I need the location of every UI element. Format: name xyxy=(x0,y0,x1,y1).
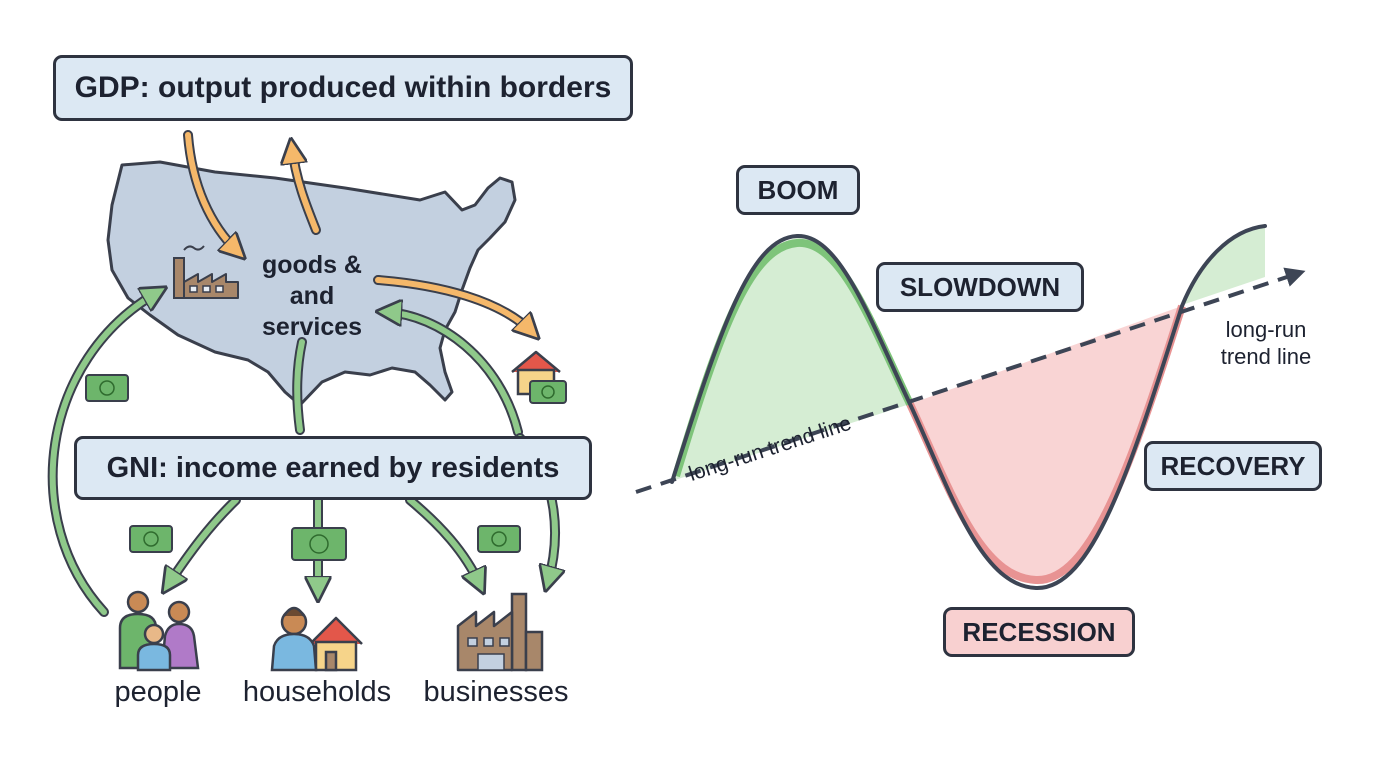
households-label: households xyxy=(242,676,392,708)
center-line-1: goods & xyxy=(262,251,362,279)
gni-label-text: GNI: income earned by residents xyxy=(106,451,560,484)
gdp-label: GDP: output produced within borders xyxy=(53,55,633,121)
business-factory-icon xyxy=(456,592,544,672)
expansion-area xyxy=(675,237,910,480)
slowdown-label-text: SLOWDOWN xyxy=(899,271,1061,302)
people-icon xyxy=(118,590,200,672)
boom-label-text: BOOM xyxy=(757,174,839,205)
people-label: people xyxy=(114,676,202,708)
contraction-area xyxy=(910,306,1182,585)
slowdown-label: SLOWDOWN xyxy=(876,262,1084,312)
money-icon xyxy=(129,525,173,553)
factory-icon xyxy=(173,245,239,299)
center-line-3: services xyxy=(261,313,363,341)
money-icon xyxy=(291,527,347,561)
gni-label: GNI: income earned by residents xyxy=(74,436,592,500)
recovery-label-text: RECOVERY xyxy=(1160,450,1306,481)
center-line-2: and xyxy=(289,282,335,310)
gdp-label-text: GDP: output produced within borders xyxy=(74,71,612,104)
household-icon xyxy=(270,606,363,672)
goods-services-label: goods & and services xyxy=(250,250,374,343)
expansion-area xyxy=(1182,228,1265,305)
house-money-icon xyxy=(511,350,567,404)
trend-side-line-2: trend line xyxy=(1220,344,1312,369)
business-cycle-chart xyxy=(635,224,1306,591)
recession-label: RECESSION xyxy=(943,607,1135,657)
long-run-trend-line xyxy=(635,267,1306,494)
trend-side-line-1: long-run xyxy=(1225,317,1307,342)
recession-label-text: RECESSION xyxy=(962,616,1116,647)
money-icon xyxy=(477,525,521,553)
output-flow-arrows xyxy=(183,130,532,332)
trend-line-label-side: long-run trend line xyxy=(1200,316,1332,370)
boom-label: BOOM xyxy=(736,165,860,215)
businesses-label: businesses xyxy=(423,676,569,708)
money-icon xyxy=(85,374,129,402)
recovery-label: RECOVERY xyxy=(1144,441,1322,491)
